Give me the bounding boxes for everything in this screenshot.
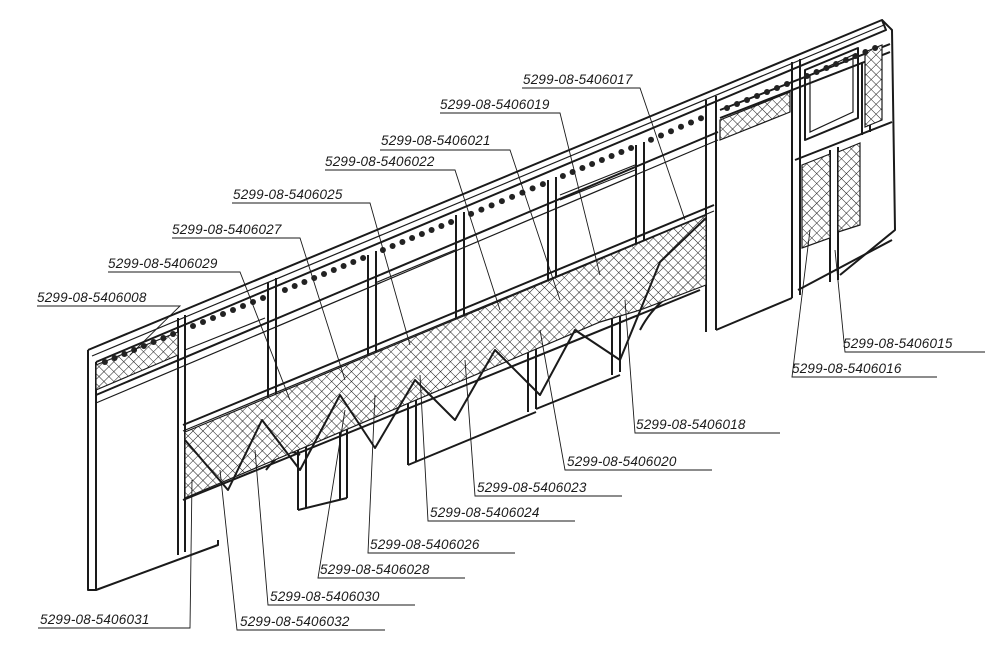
rivet bbox=[121, 351, 128, 357]
rivet bbox=[579, 165, 586, 171]
rivet bbox=[658, 132, 664, 139]
rivet bbox=[589, 161, 596, 167]
rivet bbox=[428, 227, 435, 233]
part-label: 5299-08-5406021 bbox=[381, 133, 491, 148]
part-label: 5299-08-5406032 bbox=[240, 614, 350, 629]
part-label: 5299-08-5406023 bbox=[477, 480, 587, 495]
part-label: 5299-08-5406016 bbox=[792, 361, 902, 376]
rivet bbox=[598, 157, 605, 163]
leader-lines bbox=[37, 87, 985, 631]
rivet bbox=[230, 307, 236, 313]
part-label: 5299-08-5406029 bbox=[108, 256, 218, 271]
rivet bbox=[409, 235, 416, 241]
rivet bbox=[668, 128, 674, 135]
rivet bbox=[833, 61, 840, 67]
rivet bbox=[340, 263, 347, 269]
part-label: 5299-08-5406026 bbox=[370, 537, 480, 552]
rivet bbox=[488, 202, 495, 209]
rivet bbox=[618, 149, 625, 155]
rivet bbox=[200, 319, 206, 325]
rivet bbox=[724, 105, 730, 111]
part-label: 5299-08-5406018 bbox=[636, 417, 746, 432]
rivet-rows bbox=[101, 45, 879, 365]
rivet bbox=[438, 223, 445, 229]
rivet bbox=[131, 347, 138, 353]
rivet bbox=[350, 259, 357, 265]
rivet bbox=[170, 331, 177, 337]
rivet bbox=[823, 65, 830, 71]
rivet bbox=[448, 219, 455, 225]
part-label: 5299-08-5406008 bbox=[37, 290, 147, 305]
rivet bbox=[160, 335, 167, 341]
rivet bbox=[301, 279, 308, 285]
rivet bbox=[360, 255, 367, 261]
rivet bbox=[744, 97, 750, 103]
rivet bbox=[648, 136, 654, 143]
rivet bbox=[509, 193, 516, 200]
rivet bbox=[803, 73, 810, 79]
rivet bbox=[813, 69, 820, 75]
rivet bbox=[774, 85, 780, 91]
rivet bbox=[140, 343, 147, 349]
rivet bbox=[754, 93, 760, 99]
rivet bbox=[101, 359, 108, 365]
part-label: 5299-08-5406019 bbox=[440, 97, 550, 112]
part-label: 5299-08-5406030 bbox=[270, 589, 380, 604]
rivet bbox=[399, 239, 406, 245]
rivet bbox=[220, 311, 226, 317]
rivet bbox=[559, 173, 566, 179]
rivet bbox=[872, 45, 879, 51]
rivet bbox=[150, 339, 157, 345]
rivet bbox=[330, 267, 337, 273]
rivet bbox=[784, 81, 790, 87]
rivet bbox=[498, 198, 505, 205]
part-label: 5299-08-5406025 bbox=[233, 187, 343, 202]
rivet bbox=[529, 185, 536, 192]
rivet bbox=[190, 323, 196, 329]
part-labels: 5299-08-5406017 5299-08-5406019 5299-08-… bbox=[37, 72, 953, 629]
rivet bbox=[678, 123, 684, 130]
part-label: 5299-08-5406015 bbox=[843, 336, 953, 351]
rivet bbox=[291, 283, 298, 289]
mesh-panels bbox=[95, 44, 883, 499]
truss-diagonals bbox=[184, 217, 707, 491]
rivet bbox=[734, 101, 740, 107]
rivet bbox=[852, 53, 859, 59]
rivet bbox=[478, 206, 485, 213]
rivet bbox=[111, 355, 118, 361]
rivet bbox=[842, 57, 849, 63]
rivet bbox=[210, 315, 216, 321]
part-label: 5299-08-5406028 bbox=[320, 562, 430, 577]
rivet bbox=[688, 119, 694, 126]
part-label: 5299-08-5406031 bbox=[40, 612, 150, 627]
rivet bbox=[698, 115, 704, 122]
rivet bbox=[321, 271, 327, 277]
rivet bbox=[539, 181, 546, 188]
rivet bbox=[260, 295, 266, 301]
rivet bbox=[240, 303, 246, 309]
part-label: 5299-08-5406017 bbox=[523, 72, 633, 87]
rivet bbox=[764, 89, 770, 95]
part-label: 5299-08-5406024 bbox=[430, 505, 540, 520]
rivet bbox=[389, 243, 396, 249]
rivet bbox=[862, 49, 869, 55]
part-label: 5299-08-5406022 bbox=[325, 154, 435, 169]
part-label: 5299-08-5406027 bbox=[172, 222, 282, 237]
rivet bbox=[418, 231, 425, 237]
part-label: 5299-08-5406020 bbox=[567, 454, 677, 469]
rivet bbox=[628, 145, 635, 151]
rivet bbox=[608, 153, 615, 159]
rivet bbox=[281, 287, 288, 293]
